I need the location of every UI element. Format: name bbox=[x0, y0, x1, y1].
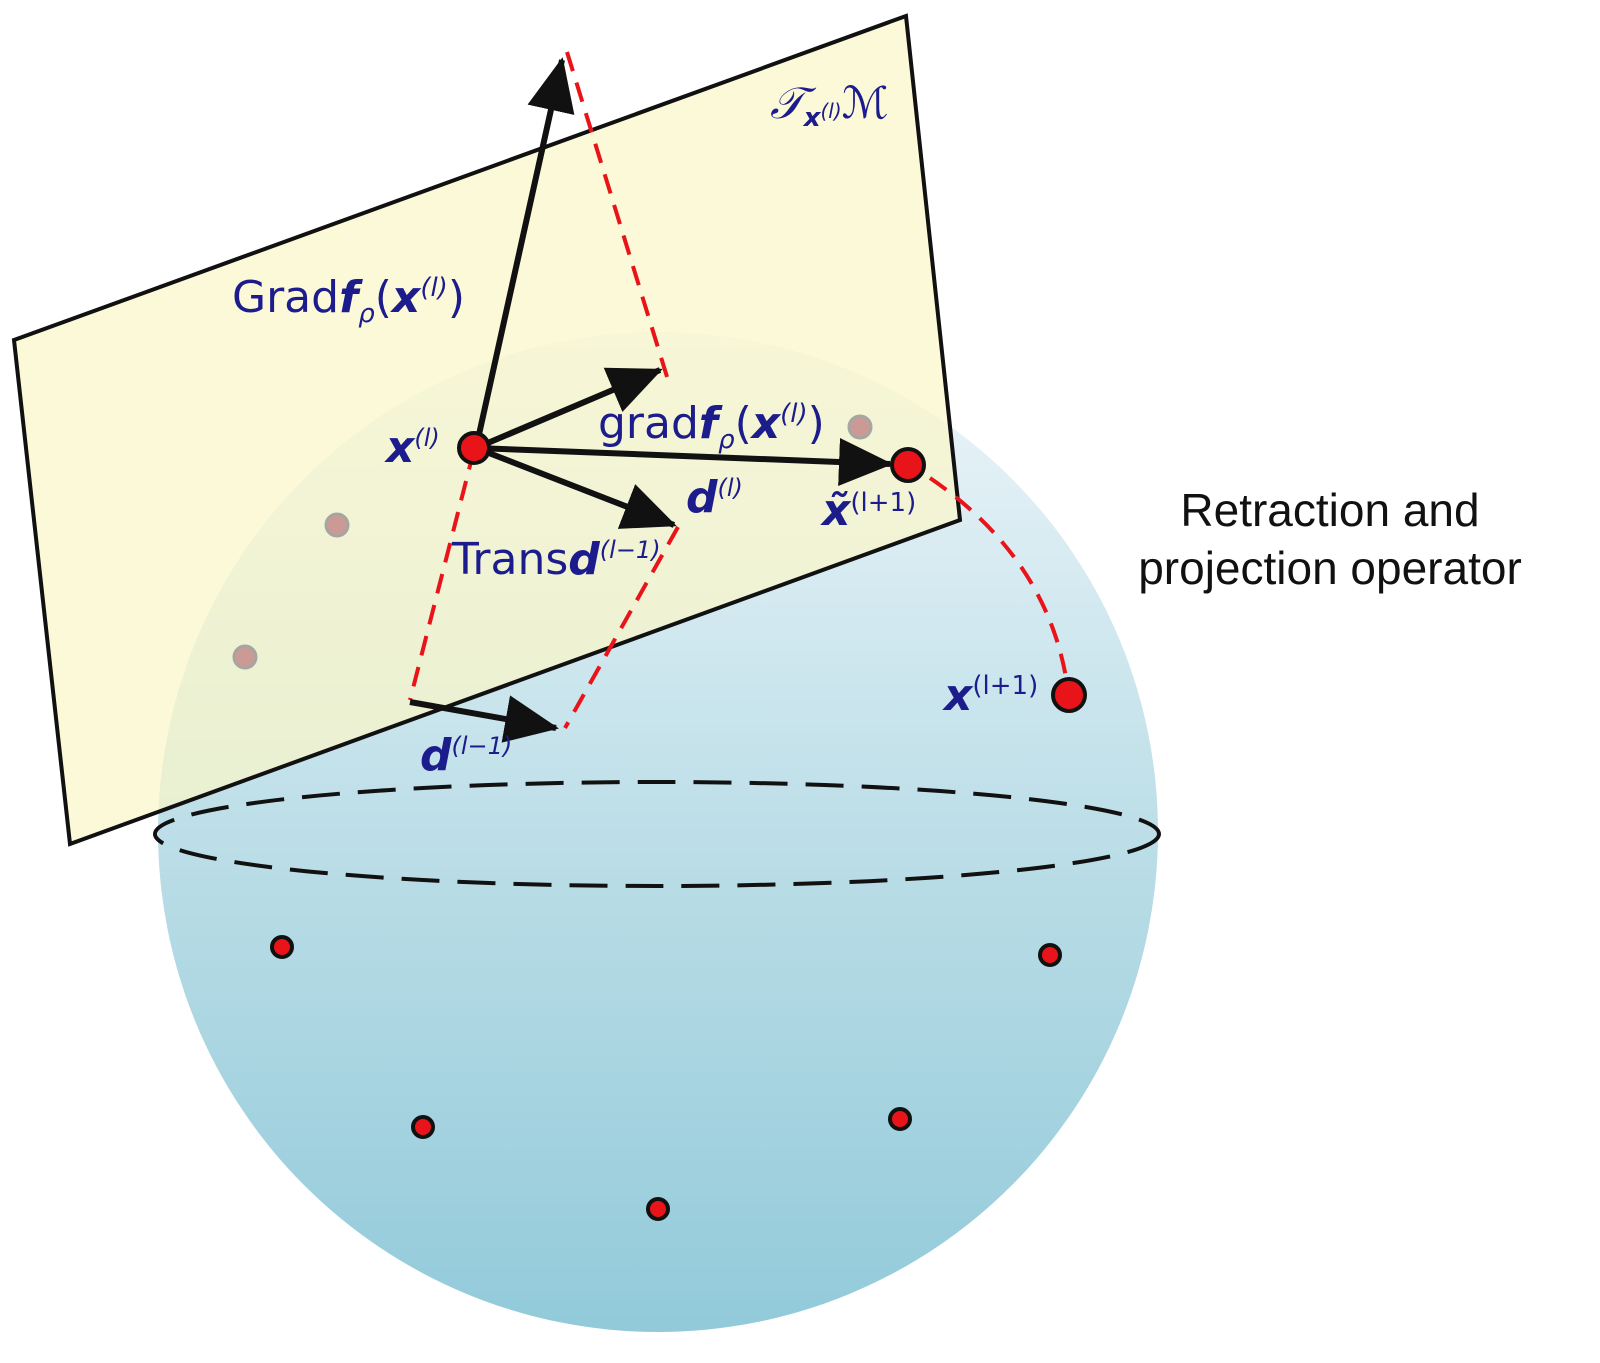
caption-line-2: projection operator bbox=[1138, 542, 1522, 594]
faded-point bbox=[232, 644, 258, 670]
point-x-tilde bbox=[890, 447, 926, 483]
label-tangent-space: 𝒯x(l)ℳ bbox=[770, 78, 889, 133]
faded-point bbox=[324, 512, 350, 538]
direction-arrow-dl bbox=[474, 445, 677, 529]
step-arrow bbox=[475, 438, 893, 487]
equator-dashed-ellipse bbox=[153, 780, 1161, 888]
label-d-prev: d(l−1) bbox=[420, 730, 512, 781]
sample-point bbox=[270, 935, 294, 959]
dash-transport-left bbox=[408, 449, 476, 701]
sample-point bbox=[646, 1197, 670, 1221]
caption-line-1: Retraction and bbox=[1180, 484, 1479, 536]
riemannian-gradient-arrow bbox=[474, 367, 663, 451]
label-euclidean-gradient: Gradfρ(x(l)) bbox=[232, 272, 465, 329]
dash-transport-right bbox=[563, 526, 680, 729]
sample-point bbox=[411, 1115, 435, 1139]
point-x-next bbox=[1051, 677, 1087, 713]
previous-direction-arrow bbox=[409, 695, 559, 743]
label-d-l: d(l) bbox=[686, 472, 743, 523]
euclidean-gradient-arrow bbox=[473, 57, 575, 449]
label-transported-direction: Transd(l−1) bbox=[451, 534, 661, 585]
point-x-l bbox=[457, 431, 491, 465]
label-x-tilde: x̃(l+1) bbox=[820, 485, 916, 536]
label-x-l: x(l) bbox=[384, 422, 440, 473]
tangent-plane bbox=[11, 13, 963, 847]
sample-point bbox=[888, 1107, 912, 1131]
dash-gradient-projection bbox=[565, 51, 670, 381]
label-x-next: x(l+1) bbox=[942, 670, 1038, 721]
sample-point bbox=[1038, 943, 1062, 967]
dash-retraction-curve bbox=[928, 476, 1070, 691]
faded-point bbox=[847, 414, 873, 440]
